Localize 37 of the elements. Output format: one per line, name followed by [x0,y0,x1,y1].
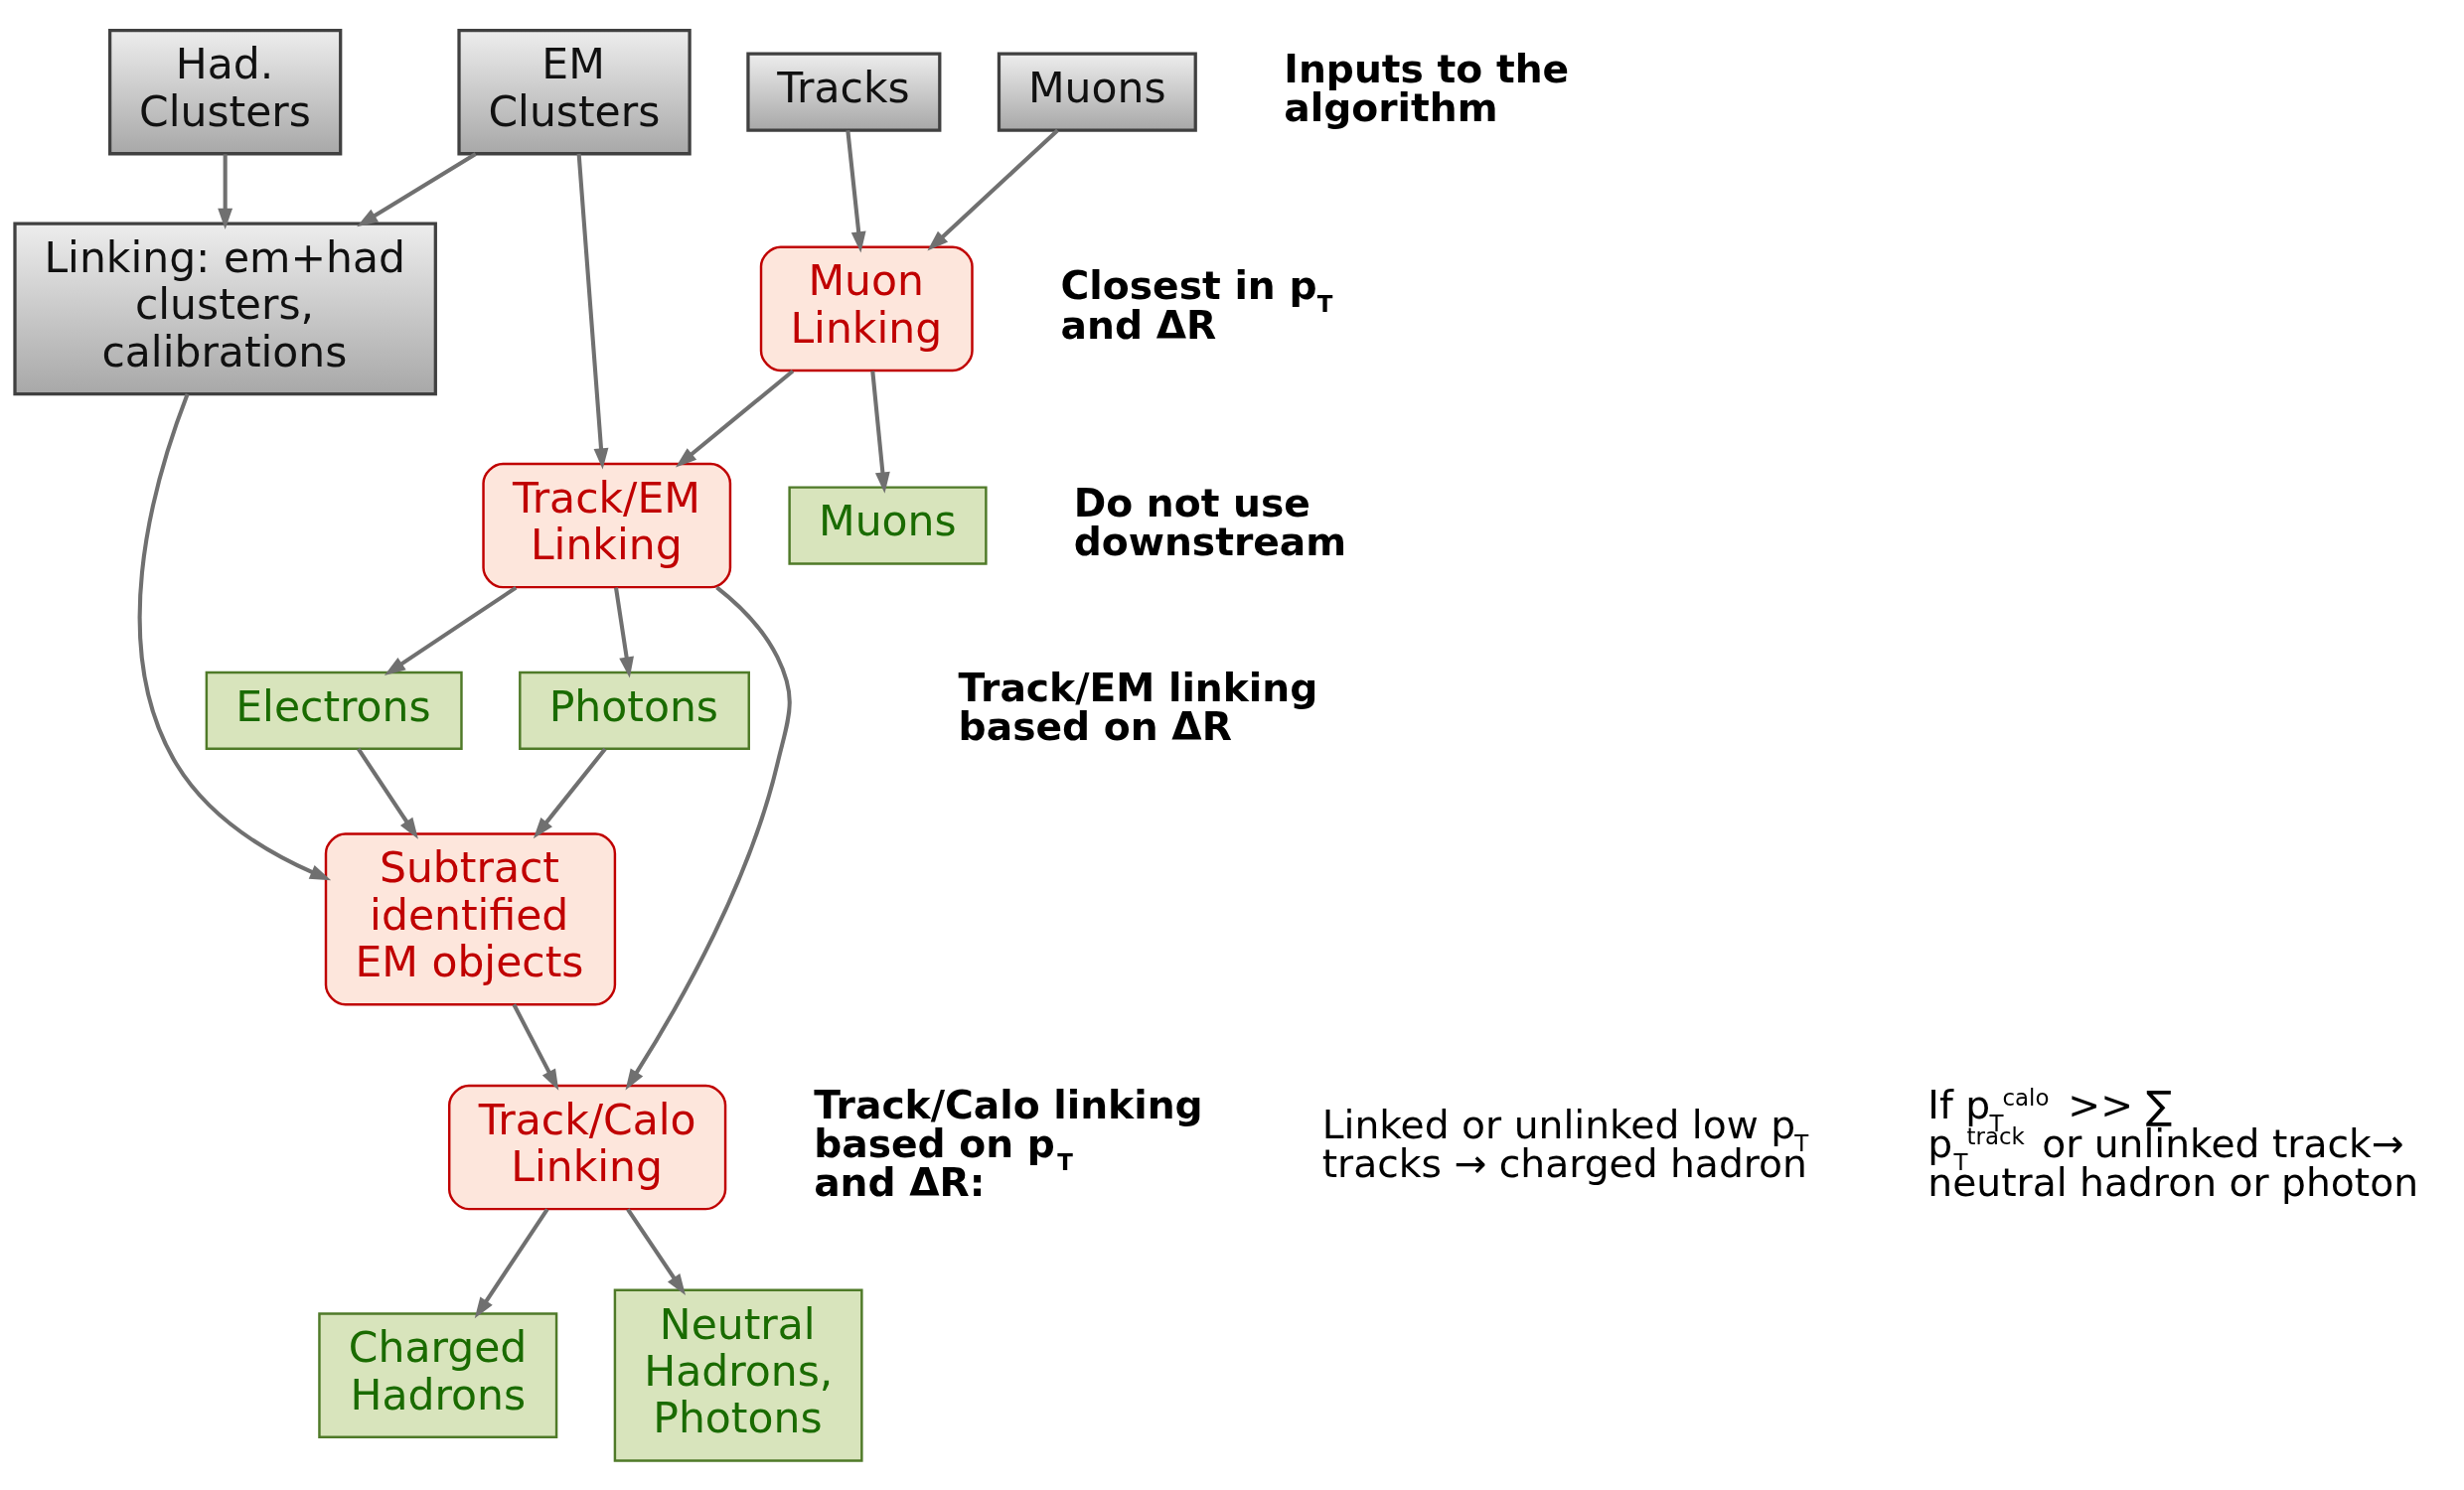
arrow [626,1207,686,1295]
arrow [137,392,332,880]
arrow [512,1002,559,1091]
node-box: Muons [788,485,988,565]
arrow [870,370,890,494]
arrow [533,747,607,838]
arrow [675,369,795,468]
arrow [218,153,233,229]
label: Track/Calo linking based on p$_{T}$ and ΔR: [814,1082,1203,1205]
node-box: Electrons [205,670,463,750]
arrow [384,585,518,675]
arrow [846,129,866,253]
node-box: Photons [519,670,750,750]
label: Inputs to the algorithm [1284,46,1570,130]
node-box: Track/Calo Linking [448,1084,727,1210]
arrow [625,585,792,1090]
label: Closest in p$_{T}$ and ΔR [1060,262,1333,348]
arrow [613,586,634,678]
node-box: Muon Linking [759,245,974,372]
node-box: Neutral Hadrons, Photons [613,1288,863,1462]
node-box: EM Clusters [457,28,692,155]
node-box: Had. Clusters [108,28,343,155]
label: Do not use downstream [1073,480,1347,564]
node-box: Track/EM Linking [482,462,732,588]
arrow [576,153,609,470]
arrow [357,747,418,839]
label: Linked or unlinked low p$_{T}$ tracks → charged hadron [1321,1102,1809,1186]
node-box: Tracks [746,52,942,132]
node-box: Linking: em+had clusters, calibrations [13,221,437,395]
arrow [927,128,1059,251]
node-box: Subtract identified EM objects [324,831,617,1005]
node-box: Muons [997,52,1197,132]
label: Track/EM linking based on ΔR [958,665,1318,749]
arrow [474,1207,549,1318]
label: If p$_{T}$$^{calo}$ >> ∑ p$_{T}$$^{track}$ or unlinked track→ neutral hadron or photon [1927,1082,2419,1205]
node-box: Charged Hadrons [318,1311,558,1438]
arrow [357,151,477,226]
